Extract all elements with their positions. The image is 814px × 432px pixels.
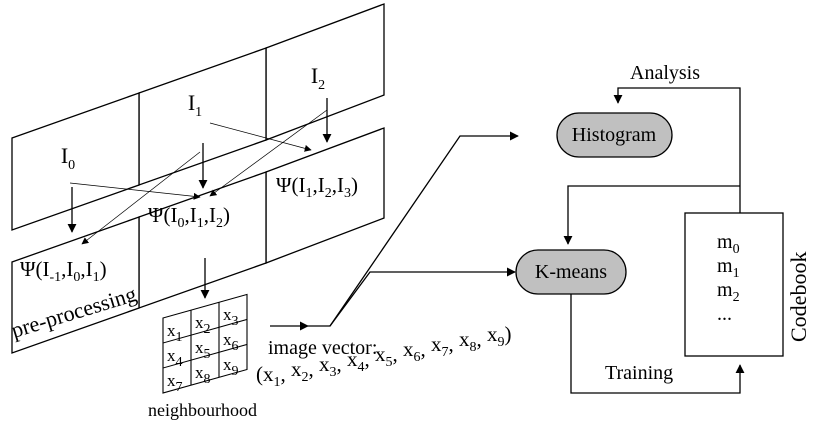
grid-cell: x5 [195, 338, 211, 362]
neighbourhood-label: neighbourhood [148, 400, 257, 420]
grid-cell: x7 [167, 371, 183, 395]
codebook-box: m0m1m2... [684, 212, 784, 357]
grid-cell: x8 [195, 363, 211, 387]
arrow-i1-to-psi-right [209, 122, 312, 152]
grid-cell: x3 [223, 305, 239, 329]
codebook-entry: m2 [717, 279, 740, 305]
frame-psi-right-label: Ψ(I1,I2,I3) [276, 173, 358, 201]
frame-psi-mid-label: Ψ(I0,I1,I2) [148, 203, 230, 231]
analysis-label: Analysis [630, 62, 700, 84]
training-label: Training [605, 362, 673, 384]
grid-outline [162, 293, 248, 394]
frame-psi-left-label: Ψ(I-1,I0,I1) [20, 257, 107, 285]
grid-cell: x6 [223, 330, 239, 354]
kmeans-label: K-means [535, 261, 607, 283]
frame-i0: I0 [11, 92, 140, 231]
neighbourhood-grid: x1 x2 x3 x4 x5 x6 x7 x8 x9 [162, 293, 248, 395]
arrow-vector-to-histogram [329, 131, 519, 327]
codebook-label: Codebook [786, 252, 811, 342]
arrow-codebook-to-kmeans [563, 185, 740, 245]
frame-i0-label: I0 [61, 143, 75, 173]
codebook-entry: ... [717, 303, 732, 325]
codebook-entry: m0 [717, 231, 740, 257]
kmeans-node: K-means [515, 249, 627, 295]
grid-cell: x9 [223, 355, 239, 379]
histogram-label: Histogram [572, 124, 657, 146]
grid-cell: x1 [167, 321, 183, 345]
frame-psi-right: Ψ(I1,I2,I3) [265, 127, 385, 264]
frame-psi-left: Ψ(I-1,I0,I1) [11, 216, 140, 354]
frame-i2: I2 [265, 3, 385, 141]
grid-row-line [163, 343, 247, 369]
arrow-vector-to-kmeans [308, 267, 516, 327]
arrow-i2-to-psi-mid [209, 109, 328, 197]
arrow-i1-to-psi-left [81, 151, 201, 245]
frame-i1-label: I1 [188, 90, 202, 120]
arrow-kmeans-training-to-codebook [570, 294, 745, 394]
image-vector-label: image vector: [268, 337, 377, 359]
arrow-i0-to-psi-mid [69, 182, 201, 200]
codebook-entry: m1 [717, 255, 740, 281]
frame-i2-label: I2 [311, 63, 325, 93]
grid-cell: x4 [167, 346, 183, 370]
arrow-codebook-to-histogram [613, 87, 741, 213]
histogram-node: Histogram [556, 112, 673, 158]
grid-cell: x2 [195, 313, 211, 337]
grid-row-line [163, 318, 247, 344]
image-vector-tuple: (x1, x2, x3, x4, x5, x6, x7, x8, x9) [256, 322, 512, 390]
